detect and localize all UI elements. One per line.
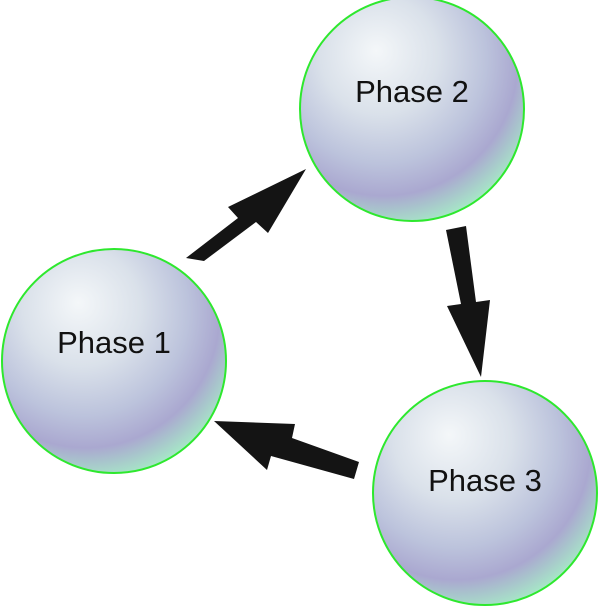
arrow-shape: [446, 226, 490, 377]
phase-2-label: Phase 2: [355, 74, 469, 109]
sphere: [372, 380, 598, 606]
phase-3-label: Phase 3: [428, 463, 542, 498]
node-phase-2: Phase 2: [299, 0, 525, 222]
node-phase-3: Phase 3: [372, 380, 598, 606]
arrow-phase3-to-phase1: [214, 421, 359, 479]
node-phase-1: Phase 1: [1, 248, 227, 474]
arrow-phase2-to-phase3: [446, 226, 490, 377]
phase-1-label: Phase 1: [57, 325, 171, 360]
sphere: [299, 0, 525, 222]
arrow-shape: [214, 421, 359, 479]
sphere: [1, 248, 227, 474]
arrow-phase1-to-phase2: [186, 169, 306, 261]
arrow-shape: [186, 169, 306, 261]
